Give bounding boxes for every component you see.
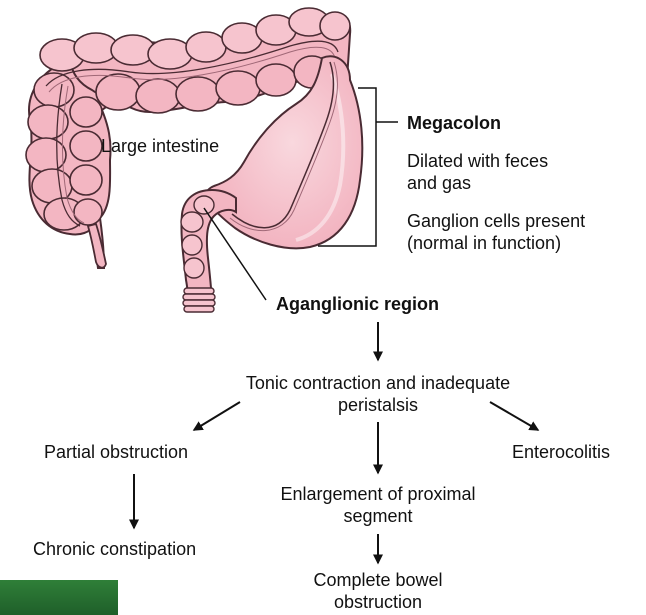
arrow-tonic-to-partial [194, 402, 240, 430]
anal-canal-rings [183, 288, 215, 312]
large-intestine-label: Large intestine [101, 135, 219, 157]
enlargement-proximal-segment-node: Enlargement of proximal segment [280, 483, 475, 527]
megacolon-title: Megacolon [407, 112, 501, 134]
large-intestine-illustration [26, 8, 362, 312]
chronic-constipation-node: Chronic constipation [33, 538, 196, 560]
enterocolitis-node: Enterocolitis [512, 441, 610, 463]
aganglionic-region-label: Aganglionic region [276, 293, 439, 315]
corner-green-patch [0, 580, 118, 615]
megacolon-description-ganglion: Ganglion cells present (normal in functi… [407, 210, 585, 254]
complete-bowel-obstruction-node: Complete bowel obstruction [313, 569, 442, 613]
tonic-contraction-node: Tonic contraction and inadequate perista… [246, 372, 510, 416]
megacolon-description-feces: Dilated with feces and gas [407, 150, 548, 194]
partial-obstruction-node: Partial obstruction [44, 441, 188, 463]
